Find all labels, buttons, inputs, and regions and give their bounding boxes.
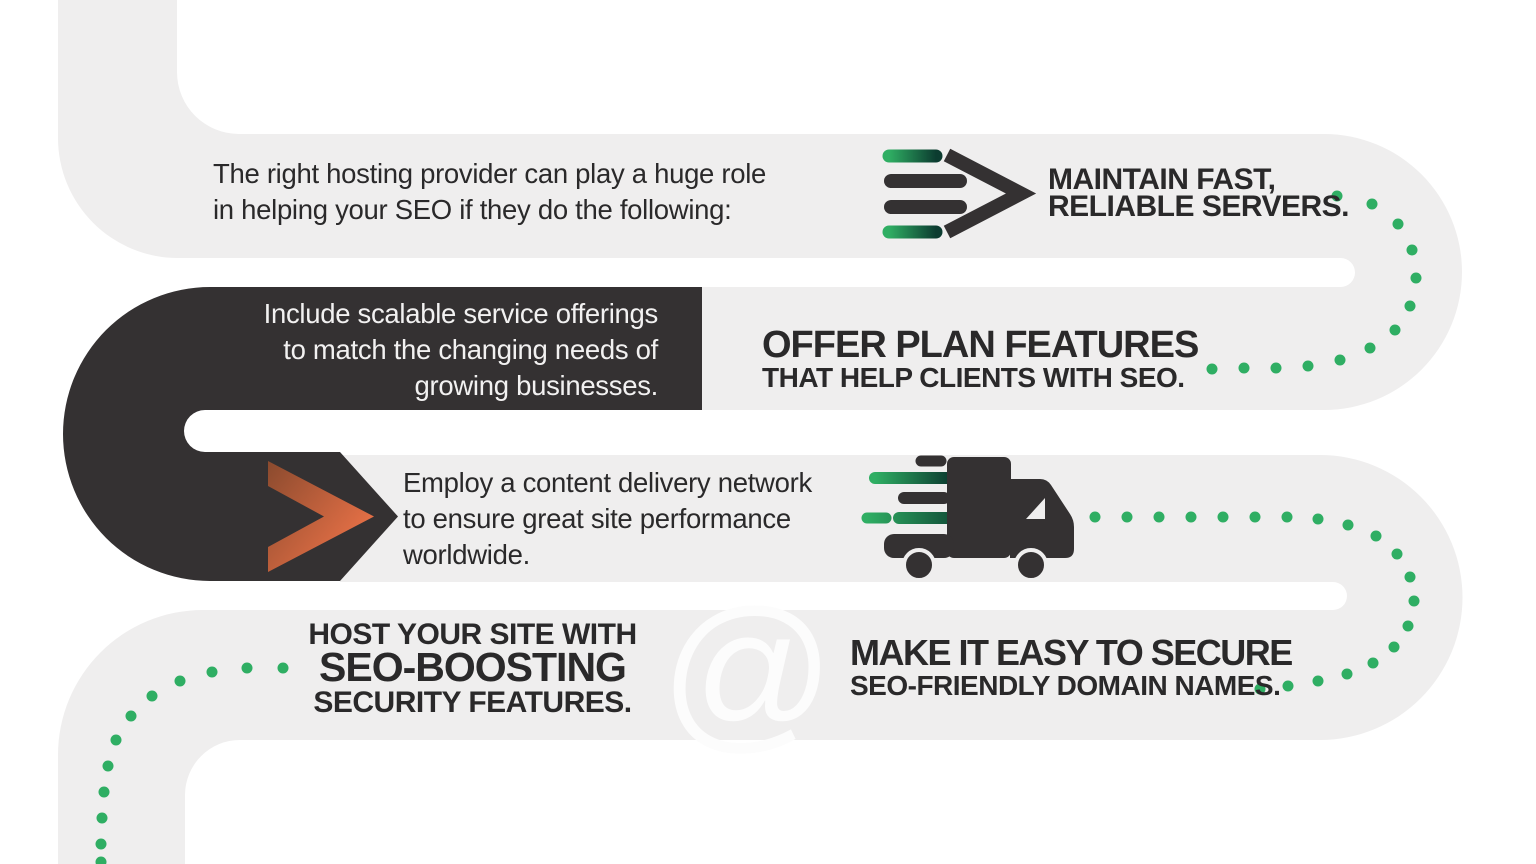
maintain-line-1: MAINTAIN FAST,: [1048, 163, 1276, 196]
trail-dot-bottom_left_exit: [277, 662, 289, 674]
fast-arrow-icon: [882, 148, 1037, 239]
trail-dot-truck_lower_turn: [1153, 511, 1165, 523]
trail-dot-truck_lower_turn: [1121, 511, 1133, 523]
host-line-3: SECURITY FEATURES.: [313, 686, 632, 719]
trail-dot-truck_lower_turn: [1370, 530, 1382, 542]
trail-dot-truck_lower_turn: [1312, 513, 1324, 525]
trail-dot-right_top_turn: [1410, 272, 1422, 284]
trail-dot-truck_lower_turn: [1408, 595, 1420, 607]
trail-dot-truck_lower_turn: [1281, 511, 1293, 523]
trail-dot-right_top_turn: [1331, 190, 1343, 202]
maintain-servers-heading: MAINTAIN FAST, RELIABLE SERVERS.: [1048, 163, 1350, 223]
trail-dot-truck_lower_turn: [1282, 680, 1294, 692]
offer-plan-heading: OFFER PLAN FEATURES THAT HELP CLIENTS WI…: [762, 324, 1199, 393]
offer-line-1: OFFER PLAN FEATURES: [762, 324, 1199, 366]
make-line-1: MAKE IT EASY TO SECURE: [850, 632, 1293, 673]
trail-dot-right_top_turn: [1406, 244, 1418, 256]
trail-dot-truck_lower_turn: [1367, 657, 1379, 669]
trail-dot-truck_lower_turn: [1185, 511, 1197, 523]
trail-dot-right_top_turn: [1364, 342, 1376, 354]
employ-line-1: Employ a content delivery network: [403, 467, 812, 498]
trail-dot-truck_lower_turn: [1404, 571, 1416, 583]
include-line-3: growing businesses.: [414, 370, 659, 401]
gray-band-lower: [58, 455, 1463, 864]
host-line-2: SEO-BOOSTING: [319, 644, 627, 690]
trail-dot-bottom_left_exit: [110, 734, 122, 746]
trail-dot-right_top_turn: [1366, 198, 1378, 210]
trail-dot-bottom_left_exit: [98, 786, 110, 798]
trail-dot-truck_lower_turn: [1249, 511, 1261, 523]
trail-dot-right_top_turn: [1270, 362, 1282, 374]
at-sign-icon: @: [660, 575, 835, 767]
trail-dot-right_top_turn: [1238, 362, 1250, 374]
trail-dot-truck_lower_turn: [1391, 548, 1403, 560]
make-line-2: SEO-FRIENDLY DOMAIN NAMES.: [850, 670, 1281, 701]
trail-dot-truck_lower_turn: [1402, 620, 1414, 632]
trail-dot-right_top_turn: [1389, 324, 1401, 336]
intro-text: The right hosting provider can play a hu…: [213, 156, 766, 228]
employ-line-3: worldwide.: [403, 539, 530, 570]
include-line-2: to match the changing needs of: [283, 334, 658, 365]
trail-dot-truck_lower_turn: [1217, 511, 1229, 523]
offer-line-2: THAT HELP CLIENTS WITH SEO.: [762, 362, 1185, 393]
trail-dot-right_top_turn: [1404, 300, 1416, 312]
trail-dot-bottom_left_exit: [95, 856, 107, 864]
trail-dot-truck_lower_turn: [1312, 675, 1324, 687]
trail-dot-truck_lower_turn: [1341, 668, 1353, 680]
trail-dot-truck_lower_turn: [1089, 511, 1101, 523]
intro-line-1: The right hosting provider can play a hu…: [213, 158, 767, 189]
cdn-text: Employ a content delivery network to ens…: [403, 465, 812, 573]
trail-dot-truck_lower_turn: [1254, 683, 1266, 695]
trail-dot-right_top_turn: [1392, 218, 1404, 230]
trail-dot-bottom_left_exit: [146, 690, 158, 702]
host-line-1: HOST YOUR SITE WITH: [308, 618, 637, 651]
maintain-line-2: RELIABLE SERVERS.: [1048, 189, 1350, 223]
trail-dot-bottom_left_exit: [174, 675, 186, 687]
scalable-offerings-text: Include scalable service offerings to ma…: [260, 296, 659, 404]
trail-dot-bottom_left_exit: [102, 760, 114, 772]
trail-dot-right_top_turn: [1302, 360, 1314, 372]
trail-dot-bottom_left_exit: [206, 666, 218, 678]
gray-band-upper: [58, 0, 1462, 410]
trail-dot-bottom_left_exit: [125, 710, 137, 722]
domain-names-heading: MAKE IT EASY TO SECURE SEO-FRIENDLY DOMA…: [850, 632, 1293, 702]
orange-chevron-icon: [268, 461, 374, 572]
trail-dot-right_top_turn: [1334, 354, 1346, 366]
security-features-heading: HOST YOUR SITE WITH SEO-BOOSTING SECURIT…: [280, 618, 665, 720]
trail-dot-bottom_left_exit: [95, 838, 107, 850]
trail-dot-bottom_left_exit: [96, 812, 108, 824]
green-dot-trails: [95, 190, 1422, 864]
trail-dot-bottom_left_exit: [241, 662, 253, 674]
include-line-1: Include scalable service offerings: [263, 298, 659, 329]
intro-line-2: in helping your SEO if they do the follo…: [213, 194, 732, 225]
trail-dot-truck_lower_turn: [1342, 519, 1354, 531]
dark-curve-segment: [63, 287, 702, 581]
delivery-truck-icon: [861, 455, 1074, 582]
trail-dot-truck_lower_turn: [1388, 641, 1400, 653]
employ-line-2: to ensure great site performance: [403, 503, 791, 534]
trail-dot-right_top_turn: [1206, 363, 1218, 375]
